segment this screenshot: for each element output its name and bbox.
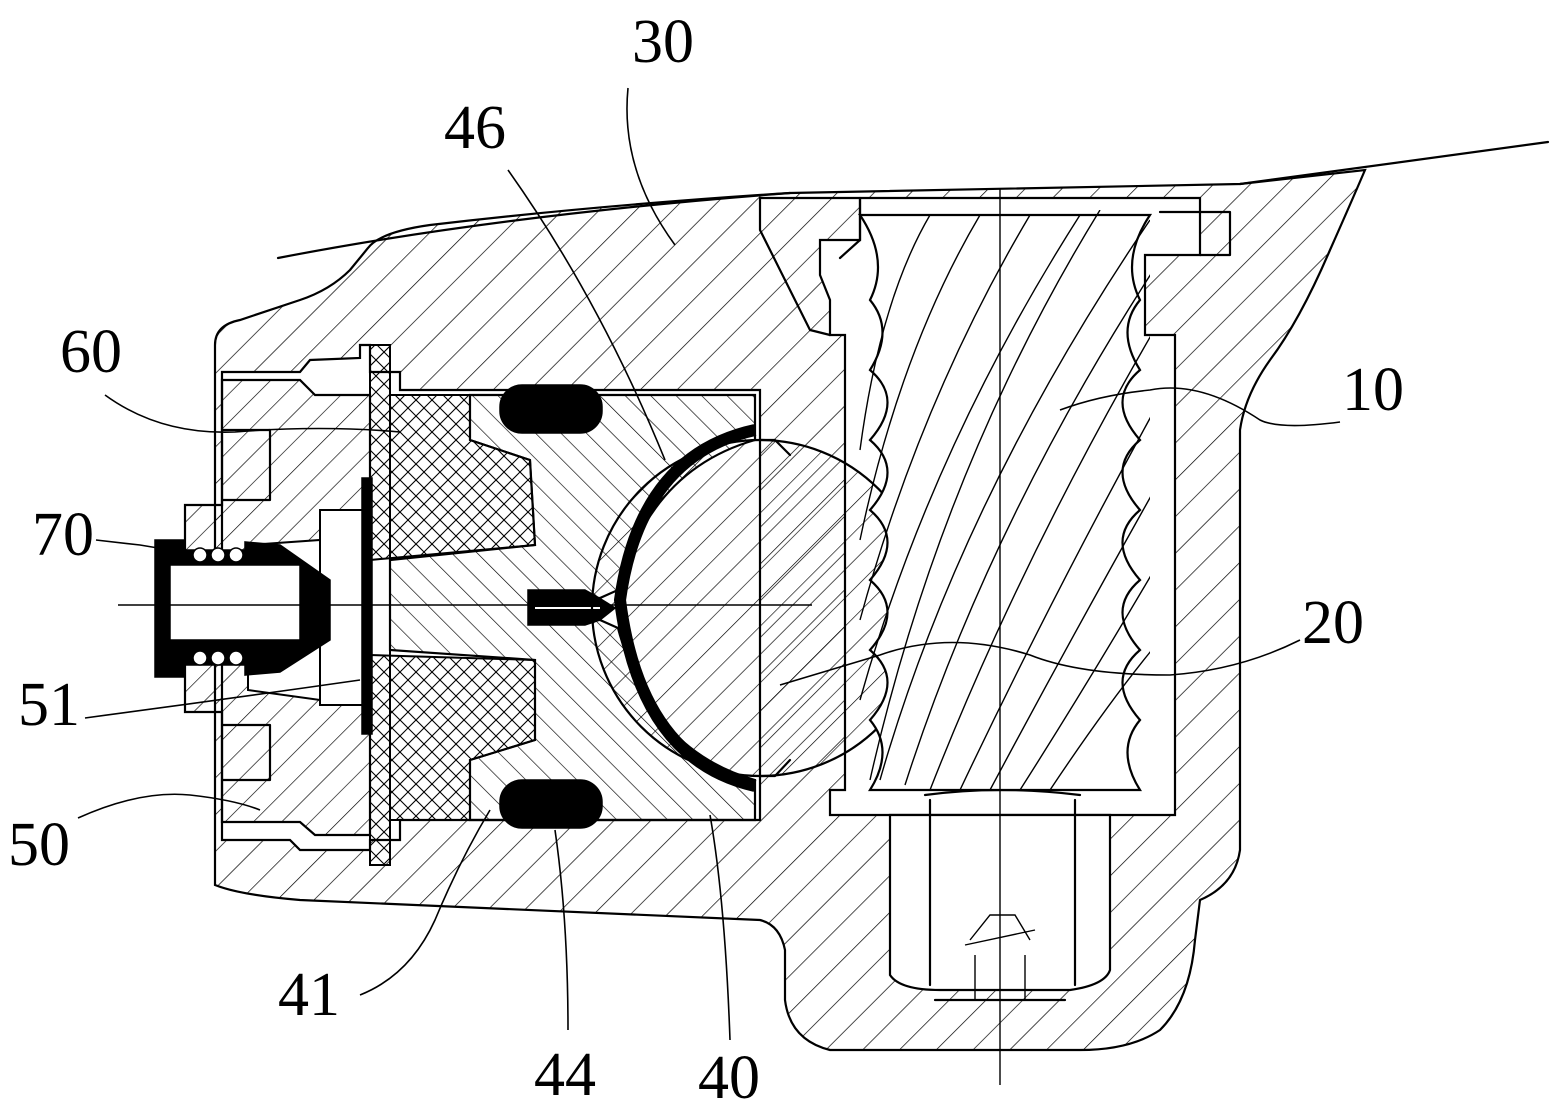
label-41: 41 bbox=[278, 961, 340, 1029]
label-70: 70 bbox=[32, 501, 94, 569]
leader-lines bbox=[77, 87, 1341, 1041]
diaphragm-51 bbox=[361, 477, 373, 735]
label-10: 10 bbox=[1342, 356, 1404, 424]
gear-10 bbox=[857, 210, 1153, 792]
label-30: 30 bbox=[632, 8, 694, 76]
o-ring-lower bbox=[499, 779, 603, 829]
ball-20 bbox=[590, 424, 930, 792]
label-40: 40 bbox=[698, 1044, 760, 1111]
fitting-70 bbox=[154, 539, 331, 678]
center-lines bbox=[118, 188, 1001, 1085]
label-60: 60 bbox=[60, 318, 122, 386]
label-46: 46 bbox=[444, 94, 506, 162]
seal-60 bbox=[369, 344, 537, 866]
label-44: 44 bbox=[534, 1041, 596, 1109]
label-20: 20 bbox=[1302, 589, 1364, 657]
reference-labels: 30 46 60 10 70 20 51 50 41 44 40 bbox=[8, 8, 1404, 1111]
label-50: 50 bbox=[8, 811, 70, 879]
o-ring-upper bbox=[499, 384, 603, 434]
label-51: 51 bbox=[18, 671, 80, 739]
